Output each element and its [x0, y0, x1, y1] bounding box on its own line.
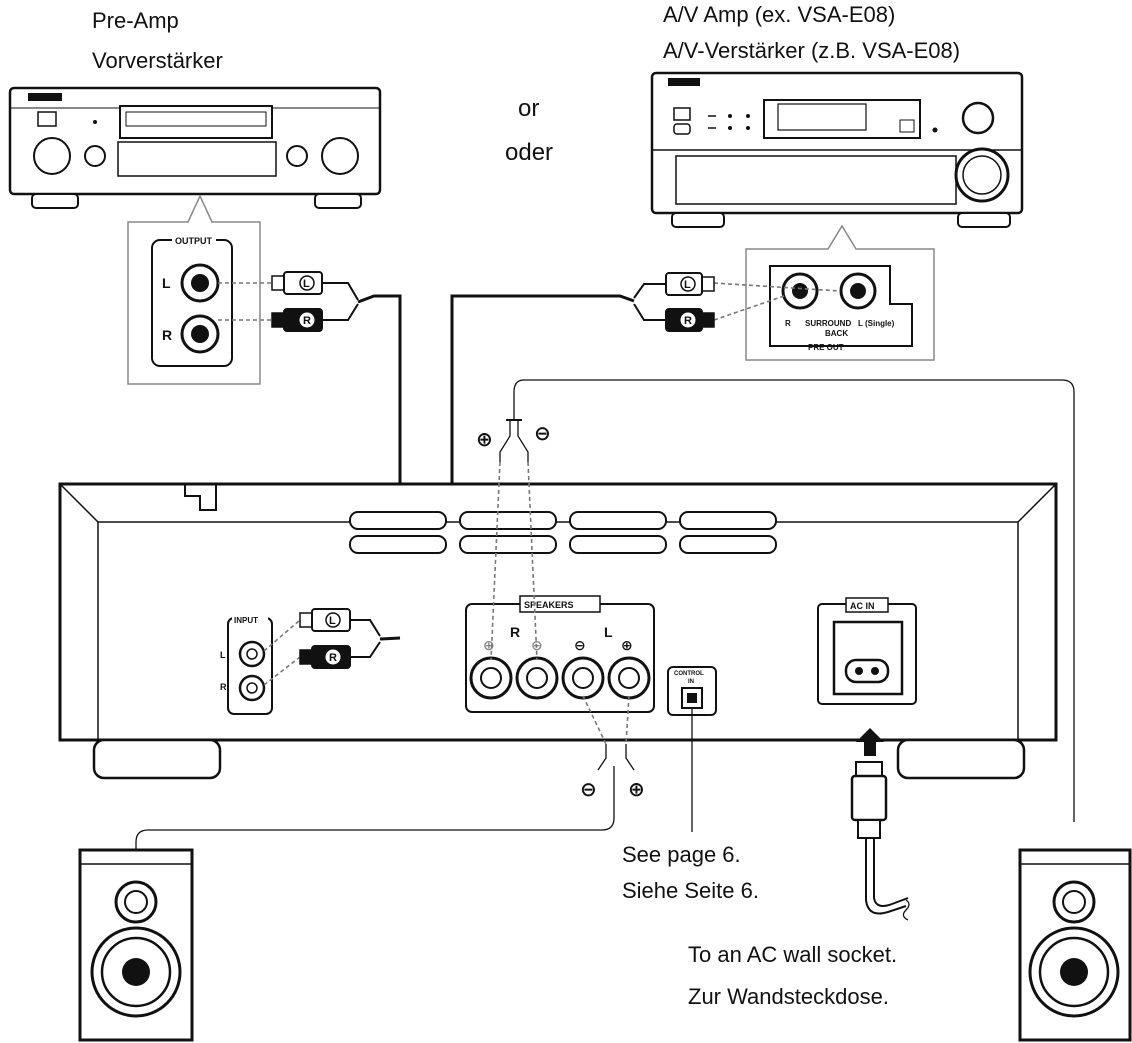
foot-icon — [314, 193, 362, 209]
see-page-note-de: Siehe Seite 6. — [622, 878, 759, 903]
left-wire-plus-icon: ⊕ — [628, 779, 645, 801]
power-button-icon — [37, 111, 57, 127]
brand-logo-icon — [28, 93, 62, 101]
or-caption-en: or — [518, 95, 539, 122]
preout-label: PRE OUT — [808, 343, 844, 352]
ac-power-cord — [850, 728, 910, 921]
preamp-rca-plug-r: R — [218, 303, 359, 332]
avamp-plug-l-label: L — [684, 279, 691, 291]
input-plug-r-label: R — [329, 652, 337, 664]
input-label: INPUT — [234, 616, 258, 625]
foot-icon — [896, 738, 1026, 780]
input-l-label: L — [220, 650, 226, 660]
preamp-jack-l-label: L — [162, 275, 171, 291]
avamp-rca-plug-l: L — [633, 272, 841, 299]
preamp-output-label: OUTPUT — [175, 236, 213, 246]
arrow-up-icon — [856, 728, 884, 756]
small-knob-icon — [84, 145, 106, 167]
amplifier-ac-in: AC IN — [817, 597, 917, 705]
volume-knob-icon — [321, 137, 359, 175]
speakers-l-label: L — [604, 624, 613, 640]
control-in-label: IN — [688, 679, 694, 685]
amplifier-speakers-section: SPEAKERS R L ⊕ ⊖ ⊖ ⊕ — [465, 595, 655, 713]
ac-note-en: To an AC wall socket. — [688, 942, 897, 967]
input-r-label: R — [220, 682, 227, 692]
preout-surround-label: SURROUND — [805, 319, 851, 328]
avamp-device — [650, 71, 1024, 228]
preamp-caption-en: Pre-Amp — [92, 8, 179, 33]
avamp-preout-callout: R SURROUND BACK L (Single) PRE OUT — [745, 224, 935, 361]
ac-in-label: AC IN — [850, 601, 875, 611]
preamp-plug-r-label: R — [303, 315, 311, 327]
volume-knob-icon — [33, 137, 71, 175]
input-rca-plug-l: L — [263, 608, 381, 652]
control-label: CONTROL — [674, 671, 704, 677]
right-wire-minus-icon: ⊖ — [534, 423, 551, 445]
amplifier-control-in: CONTROL IN — [667, 666, 717, 832]
preamp-cable — [357, 294, 402, 638]
avamp-plug-r-label: R — [684, 315, 692, 327]
brand-logo-icon — [668, 78, 700, 86]
selector-knob-icon — [961, 101, 995, 135]
speakers-l-plus-icon: ⊕ — [621, 637, 633, 653]
input-cable — [379, 636, 401, 641]
preamp-rca-plug-l: L — [218, 271, 359, 301]
left-wire-minus-icon: ⊖ — [580, 779, 597, 801]
speakers-r-plus-icon: ⊕ — [483, 637, 495, 653]
ac-note-de: Zur Wandsteckdose. — [688, 984, 889, 1009]
small-knob-icon — [286, 145, 308, 167]
right-wire-plus-icon: ⊕ — [476, 429, 493, 451]
preout-r-label: R — [785, 319, 791, 328]
see-page-note-en: See page 6. — [622, 842, 741, 867]
preout-l-single-label: L (Single) — [858, 319, 895, 328]
input-rca-plug-r: R — [263, 641, 381, 686]
ac-socket-icon — [844, 658, 890, 684]
input-plug-l-label: L — [329, 615, 336, 627]
avamp-caption-en: A/V Amp (ex. VSA-E08) — [663, 2, 895, 27]
foot-icon — [31, 193, 79, 209]
right-speaker-icon — [1018, 848, 1132, 1042]
speakers-label: SPEAKERS — [524, 600, 574, 610]
or-caption-de: oder — [505, 139, 553, 166]
preout-back-label: BACK — [825, 329, 848, 338]
avamp-caption-de: A/V-Verstärker (z.B. VSA-E08) — [663, 38, 960, 63]
power-button-icon — [673, 107, 691, 121]
preamp-output-callout: OUTPUT L R — [127, 194, 261, 385]
preamp-plug-l-label: L — [303, 278, 310, 290]
right-speaker-wire: ⊕ ⊖ — [476, 379, 1075, 822]
preamp-jack-r-label: R — [162, 327, 172, 343]
preamp-device — [8, 86, 382, 209]
foot-icon — [957, 212, 1011, 228]
speakers-l-minus-icon: ⊖ — [574, 637, 586, 653]
speakers-r-label: R — [510, 624, 520, 640]
foot-icon — [671, 212, 725, 228]
foot-icon — [92, 738, 222, 780]
avamp-rca-plug-r: R — [633, 295, 785, 332]
left-speaker-icon — [78, 848, 194, 1042]
preamp-caption-de: Vorverstärker — [92, 48, 223, 73]
left-speaker-wire: ⊖ ⊕ — [135, 695, 645, 850]
amplifier-input-section: INPUT L R — [220, 614, 273, 715]
